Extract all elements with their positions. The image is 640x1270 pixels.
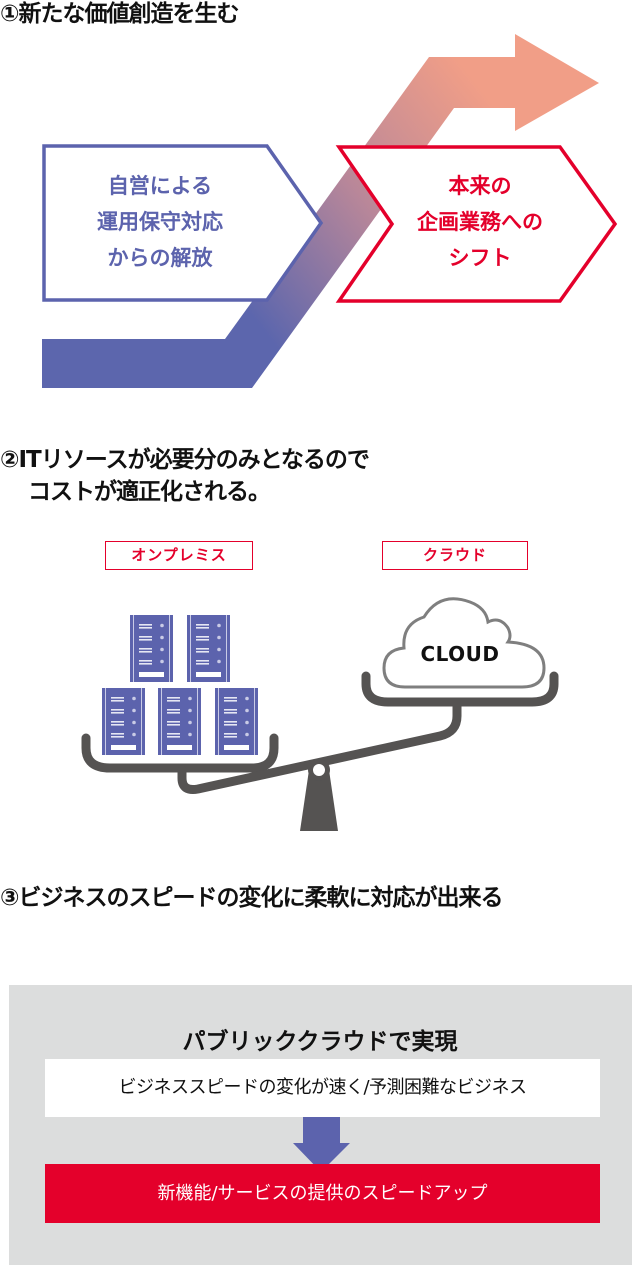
cloud-icon	[382, 597, 546, 689]
right-box-line-3: シフト	[448, 246, 512, 270]
down-arrow-icon	[293, 1117, 350, 1172]
server-icon	[130, 615, 173, 682]
growth-arrow	[42, 34, 599, 388]
panel-title: パブリッククラウドで実現	[182, 1029, 458, 1055]
section2-heading-line1: ②ITリソースが必要分のみとなるので	[0, 447, 370, 473]
cloud-label: クラウド	[382, 541, 528, 570]
server-icon	[187, 615, 230, 682]
section2-heading-line2: コストが適正化される。	[28, 479, 271, 505]
right-box-text: 本来の 企画業務への シフト	[395, 168, 565, 276]
onprem-label: オンプレミス	[105, 541, 253, 570]
value-creation-diagram	[42, 34, 618, 388]
server-icon	[215, 688, 258, 755]
balance-scale	[81, 597, 559, 831]
section1-heading: ①新たな価値創造を生む	[0, 1, 239, 27]
section3-heading: ③ビジネスのスピードの変化に柔軟に対応が出来る	[0, 885, 503, 911]
server-icon	[158, 688, 201, 755]
server-icon	[102, 688, 145, 755]
solution-box: 新機能/サービスの提供のスピードアップ	[45, 1164, 600, 1223]
left-chevron-box	[42, 144, 324, 302]
left-box-line-1: 自営による	[107, 174, 213, 198]
right-box-line-1: 本来の	[448, 174, 512, 198]
scale-stand	[300, 770, 338, 831]
right-chevron-box	[335, 145, 618, 303]
left-box-line-2: 運用保守対応	[97, 210, 223, 234]
left-box-line-3: からの解放	[107, 246, 213, 270]
cloud-text: CLOUD	[420, 642, 500, 666]
right-box-line-2: 企画業務への	[417, 210, 543, 234]
problem-box: ビジネススピードの変化が速く/予測困難なビジネス	[45, 1059, 600, 1117]
left-box-text: 自営による 運用保守対応 からの解放	[60, 168, 260, 276]
right-pan	[361, 671, 559, 707]
